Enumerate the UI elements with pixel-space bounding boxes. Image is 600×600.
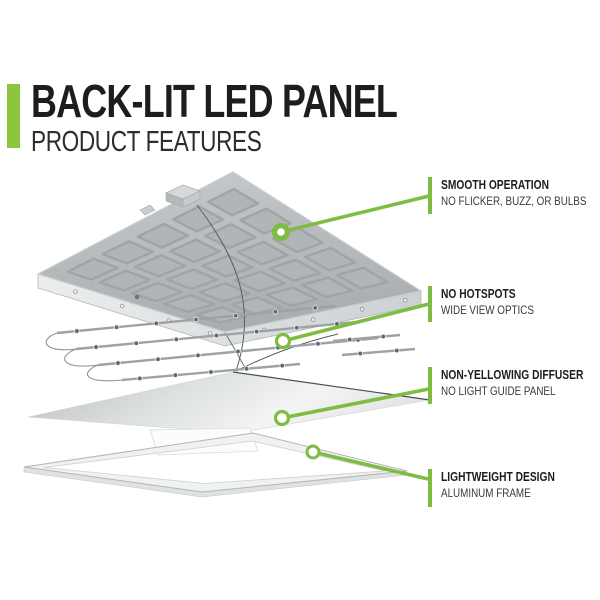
callout-accent-bar bbox=[428, 286, 432, 322]
feature-subtext: NO FLICKER, BUZZ, OR BULBS bbox=[441, 194, 587, 208]
feature-subtext: NO LIGHT GUIDE PANEL bbox=[441, 384, 556, 398]
callout-accent-bar bbox=[428, 469, 432, 507]
marker-lightweight bbox=[305, 444, 321, 460]
callout-line-no-hotspots bbox=[282, 302, 430, 343]
driver-box bbox=[164, 184, 202, 208]
led-wire-loops bbox=[45, 332, 123, 382]
callout-accent-bar bbox=[428, 367, 432, 404]
callout-line-lightweight bbox=[312, 450, 429, 481]
feature-heading: NO HOTSPOTS bbox=[441, 287, 516, 301]
callout-smooth-operation: SMOOTH OPERATION NO FLICKER, BUZZ, OR BU… bbox=[428, 177, 600, 214]
callout-lightweight-design: LIGHTWEIGHT DESIGN ALUMINUM FRAME bbox=[428, 469, 580, 507]
callout-accent-bar bbox=[428, 177, 432, 214]
feature-subtext: ALUMINUM FRAME bbox=[441, 486, 531, 500]
marker-diffuser bbox=[273, 409, 291, 427]
back-panel-illustration bbox=[36, 171, 423, 347]
callout-non-yellowing-diffuser: NON-YELLOWING DIFFUSER NO LIGHT GUIDE PA… bbox=[428, 367, 600, 404]
page-title: BACK-LIT LED PANEL bbox=[31, 75, 398, 127]
callout-line-smooth-operation bbox=[280, 194, 430, 234]
rim-hole bbox=[134, 294, 140, 300]
feature-heading: NON-YELLOWING DIFFUSER bbox=[441, 368, 584, 382]
callout-markers bbox=[272, 223, 321, 460]
callout-line-diffuser bbox=[281, 387, 430, 420]
edge-clip bbox=[139, 204, 156, 216]
feature-heading: SMOOTH OPERATION bbox=[441, 178, 550, 192]
wires-illustration bbox=[196, 204, 339, 372]
title-accent-bar bbox=[7, 84, 20, 148]
marker-no-hotspots bbox=[274, 332, 292, 350]
marker-smooth-operation-inner bbox=[277, 228, 285, 236]
frame-illustration bbox=[23, 432, 408, 498]
callout-connectors bbox=[280, 194, 430, 481]
callout-no-hotspots: NO HOTSPOTS WIDE VIEW OPTICS bbox=[428, 286, 554, 322]
page-subtitle: PRODUCT FEATURES bbox=[31, 126, 262, 158]
feature-subtext: WIDE VIEW OPTICS bbox=[441, 303, 534, 317]
led-strips-illustration bbox=[56, 304, 416, 382]
feature-heading: LIGHTWEIGHT DESIGN bbox=[441, 470, 555, 484]
back-panel-emboss-grid bbox=[66, 187, 389, 324]
